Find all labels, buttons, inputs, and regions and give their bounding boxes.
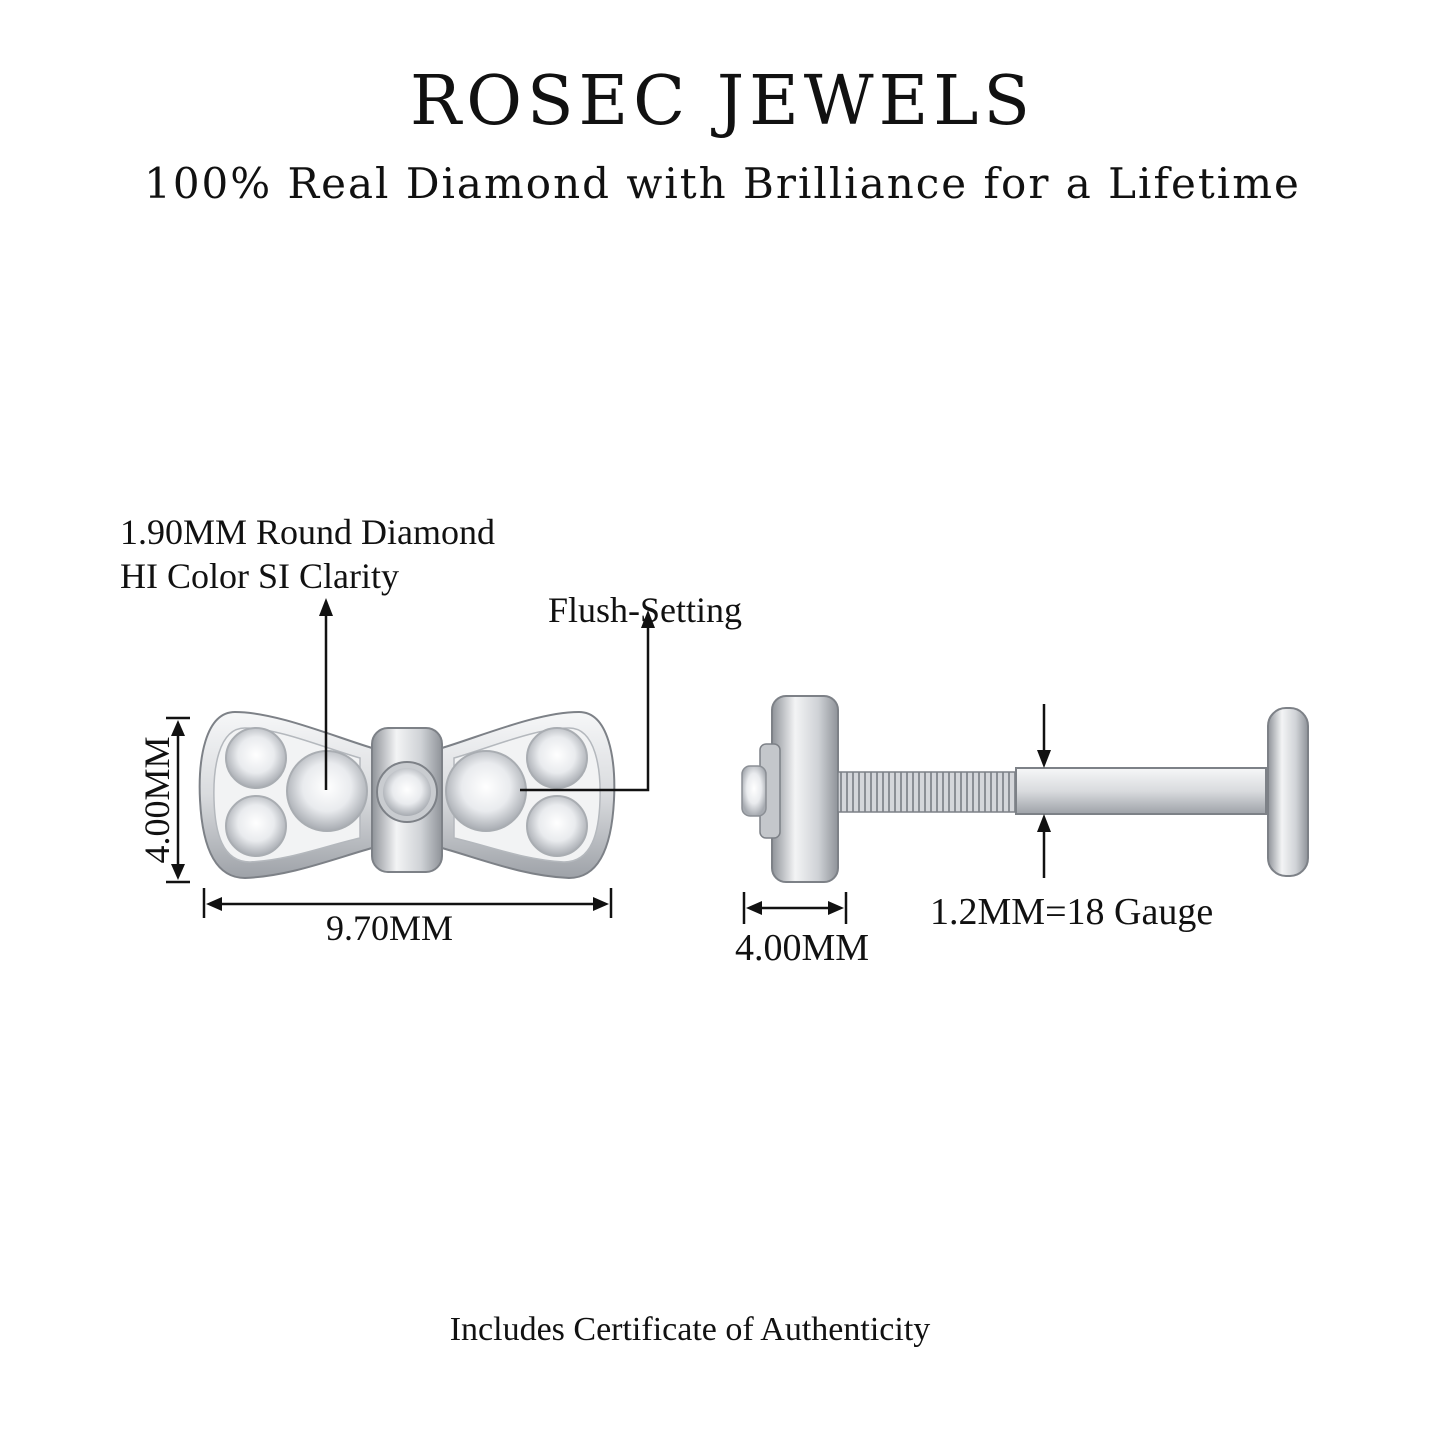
side-arrowheads (746, 750, 1051, 915)
back-width-label: 4.00MM (735, 927, 870, 969)
front-height-label: 4.00MM (137, 736, 177, 864)
flat-back-disc (1267, 707, 1309, 877)
front-arrowheads (171, 598, 655, 911)
side-dimension-lines (742, 704, 1046, 924)
front-width-label: 9.70MM (326, 908, 454, 948)
front-dimension-lines (166, 612, 650, 918)
threaded-section (837, 771, 1019, 813)
diamonds-left (225, 727, 368, 857)
diamond-center (383, 768, 431, 816)
stone-size-label: 1.90MM Round Diamond (120, 512, 496, 552)
diamonds-right (445, 727, 588, 857)
tagline: 100% Real Diamond with Brilliance for a … (144, 159, 1301, 208)
gauge-label: 1.2MM=18 Gauge (930, 891, 1214, 933)
bow-front-view (198, 710, 616, 880)
setting-label: Flush-Setting (548, 590, 743, 630)
brand-title: ROSEC JEWELS (410, 62, 1035, 141)
post-shaft (1015, 767, 1267, 815)
stone-grade-label: HI Color SI Clarity (120, 556, 399, 596)
stud-side-view (741, 695, 1309, 883)
certificate-note: Includes Certificate of Authenticity (449, 1311, 931, 1348)
bezel-cap (771, 695, 839, 883)
